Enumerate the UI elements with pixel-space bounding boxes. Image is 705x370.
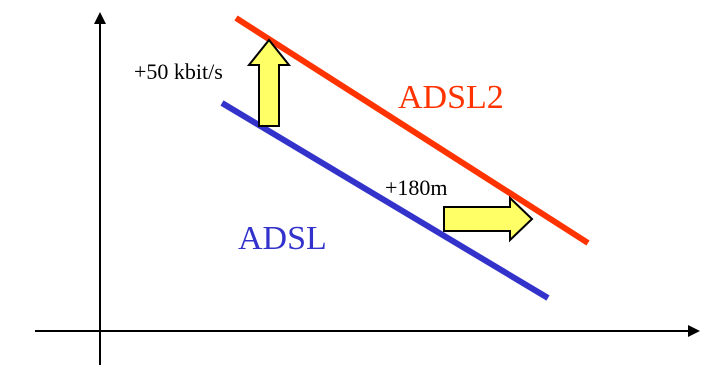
right-arrow-icon bbox=[443, 195, 534, 243]
adsl2-line bbox=[234, 15, 590, 246]
adsl-series-label: ADSL bbox=[238, 220, 327, 257]
rate-gain-label: +50 kbit/s bbox=[134, 59, 223, 84]
up-arrow-icon bbox=[246, 38, 292, 127]
adsl2-series-label: ADSL2 bbox=[398, 79, 504, 116]
adsl-line bbox=[220, 100, 550, 301]
reach-gain-label: +180m bbox=[385, 175, 448, 200]
